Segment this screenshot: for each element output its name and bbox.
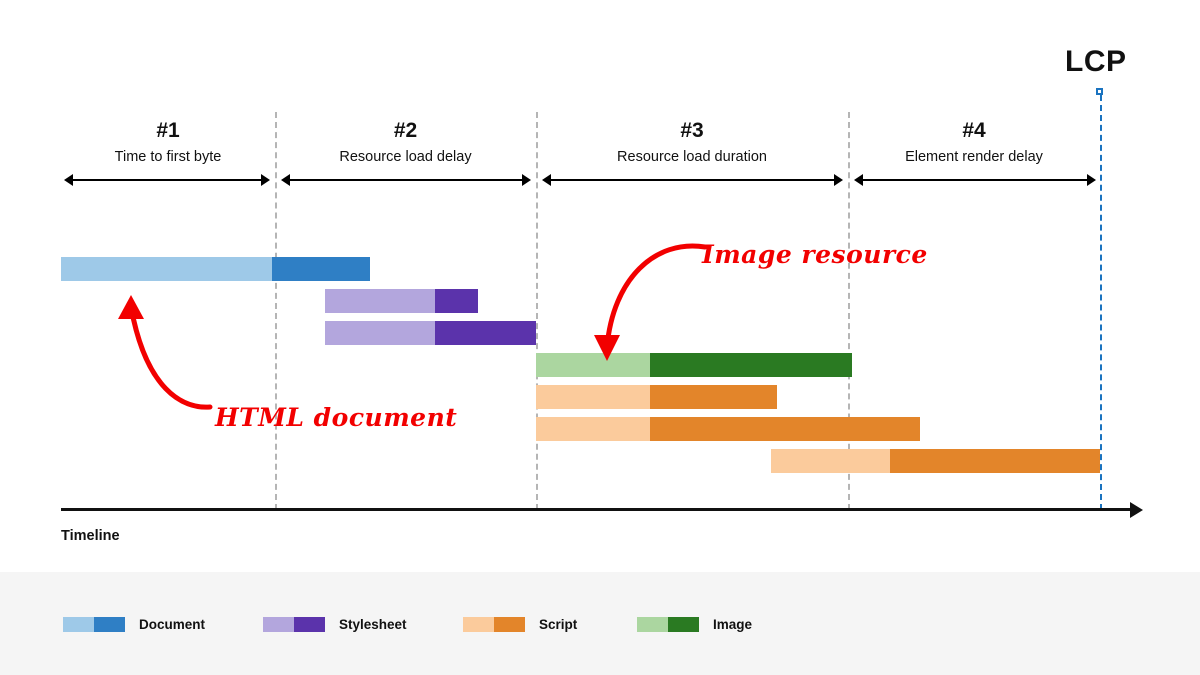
legend-swatch-load	[668, 617, 699, 632]
resource-bar-document[interactable]	[61, 257, 370, 281]
arrow-head-left-icon	[854, 174, 863, 186]
phase-divider-3	[848, 112, 850, 510]
bar-segment-load	[890, 449, 1100, 473]
legend-swatch-script-icon	[463, 617, 525, 632]
legend-item-script[interactable]: Script	[463, 617, 577, 632]
legend-swatch-document-icon	[63, 617, 125, 632]
phase-2: #2 Resource load delay	[275, 120, 536, 165]
legend-label: Image	[713, 617, 753, 632]
bar-segment-load	[650, 417, 920, 441]
phase-2-arrow	[281, 174, 531, 186]
timeline-axis	[61, 508, 1138, 511]
bar-segment-load	[272, 257, 370, 281]
bar-segment-wait	[325, 289, 435, 313]
phase-4: #4 Element render delay	[848, 120, 1100, 165]
arrow-head-right-icon	[261, 174, 270, 186]
legend-item-document[interactable]: Document	[63, 617, 205, 632]
legend-band	[0, 572, 1200, 675]
annotation-image-resource: Image resource	[702, 240, 928, 269]
resource-bar-script-3[interactable]	[771, 449, 1100, 473]
legend-swatch-wait	[637, 617, 668, 632]
timeline-axis-label: Timeline	[61, 528, 120, 544]
chart-plot-area: LCP #1 Time to first byte #2 Resource lo…	[61, 45, 1143, 544]
legend-swatch-wait	[263, 617, 294, 632]
arrow-shaft	[70, 179, 264, 181]
arrow-shaft	[548, 179, 837, 181]
phase-1-number: #1	[156, 119, 180, 142]
phase-divider-2	[536, 112, 538, 510]
bar-segment-load	[650, 385, 777, 409]
resource-bar-stylesheet-2[interactable]	[325, 321, 536, 345]
arrow-head-left-icon	[281, 174, 290, 186]
legend-swatch-wait	[63, 617, 94, 632]
bar-segment-wait	[325, 321, 435, 345]
bar-segment-wait	[771, 449, 890, 473]
legend-item-stylesheet[interactable]: Stylesheet	[263, 617, 407, 632]
html-document-annotation-arrow-icon	[118, 295, 213, 410]
phase-1: #1 Time to first byte	[61, 120, 275, 165]
phase-3-number: #3	[680, 119, 704, 142]
arrow-shaft	[287, 179, 525, 181]
lcp-marker-cap	[1096, 88, 1103, 95]
arrow-head-left-icon	[542, 174, 551, 186]
resource-bar-script-2[interactable]	[536, 417, 920, 441]
arrow-head-left-icon	[64, 174, 73, 186]
arrow-head-right-icon	[522, 174, 531, 186]
legend-swatch-wait	[463, 617, 494, 632]
resource-bar-script-1[interactable]	[536, 385, 777, 409]
lcp-marker-line	[1100, 95, 1102, 510]
arrow-head-right-icon	[834, 174, 843, 186]
bar-segment-wait	[536, 385, 650, 409]
bar-segment-load	[650, 353, 852, 377]
phase-4-number: #4	[962, 119, 986, 142]
bar-segment-wait	[61, 257, 272, 281]
legend-swatch-load	[94, 617, 125, 632]
bar-segment-load	[435, 289, 478, 313]
arrow-shaft	[860, 179, 1090, 181]
legend-label: Script	[539, 617, 578, 632]
phase-4-arrow	[854, 174, 1096, 186]
legend-swatch-load	[294, 617, 325, 632]
bar-segment-load	[435, 321, 536, 345]
phase-2-number: #2	[393, 119, 418, 142]
phase-divider-1	[275, 112, 277, 510]
phase-3-arrow	[542, 174, 843, 186]
image-resource-annotation-arrow-icon	[594, 243, 708, 361]
phase-1-label: Time to first byte	[114, 149, 222, 165]
annotation-html-document: HTML document	[215, 403, 458, 432]
bar-segment-wait	[536, 417, 650, 441]
legend-label: Document	[139, 617, 206, 632]
legend-item-image[interactable]: Image	[637, 617, 752, 632]
legend-label: Stylesheet	[339, 617, 407, 632]
phase-3: #3 Resource load duration	[536, 120, 848, 165]
legend-swatch-stylesheet-icon	[263, 617, 325, 632]
legend-swatch-image-icon	[637, 617, 699, 632]
phase-1-arrow	[64, 174, 270, 186]
lcp-label: LCP	[1065, 45, 1127, 78]
phase-3-label: Resource load duration	[617, 149, 767, 165]
phase-2-label: Resource load delay	[339, 149, 472, 165]
timeline-axis-arrow-icon	[1130, 502, 1143, 518]
arrow-head-right-icon	[1087, 174, 1096, 186]
resource-bar-stylesheet-1[interactable]	[325, 289, 478, 313]
phase-4-label: Element render delay	[905, 149, 1043, 165]
legend-swatch-load	[494, 617, 525, 632]
resource-bar-image[interactable]	[536, 353, 852, 377]
bar-segment-wait	[536, 353, 650, 377]
